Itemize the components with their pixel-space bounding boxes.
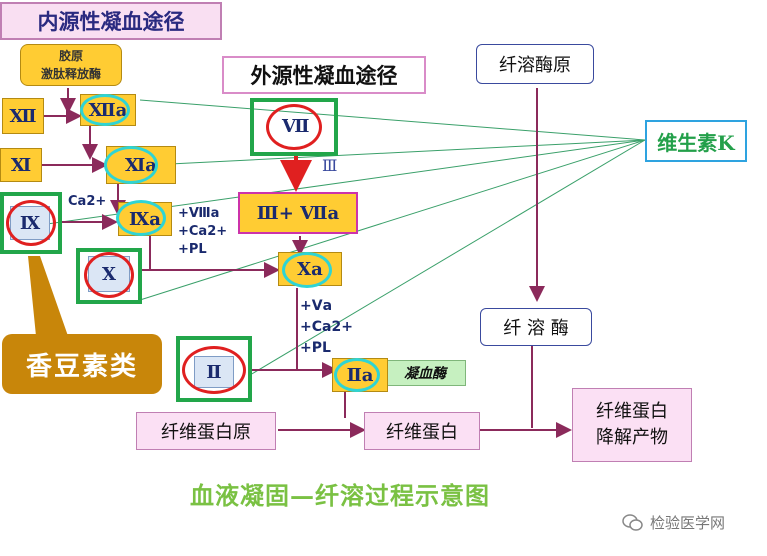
cofactor-list-2: +Ⅴa +Ca2+ +PL — [300, 296, 353, 359]
thrombin-box: 凝血酶 — [384, 360, 466, 386]
factor-ii-red-ring — [182, 346, 246, 394]
kallikrein-label: 激肽释放酶 — [40, 67, 101, 81]
fibrinogen-box: 纤维蛋白原 — [136, 412, 276, 450]
factor-vii-red-ring — [266, 104, 322, 150]
wechat-icon — [622, 513, 643, 531]
factor-xii-box: Ⅻ — [2, 98, 44, 134]
cofactor-pl-2: +PL — [300, 340, 331, 356]
cofactor-ca: +Ca2+ — [178, 224, 228, 239]
factor-x-green-frame — [76, 248, 142, 304]
watermark: 检验医学网 — [622, 512, 725, 533]
factor-ii-green-frame — [176, 336, 252, 402]
watermark-label: 检验医学网 — [650, 514, 726, 532]
collagen-label: 胶原 — [58, 49, 83, 63]
fdp-line-1: 纤维蛋白 — [596, 401, 668, 422]
xia-highlight-ring — [104, 146, 158, 184]
vitamin-k-label: 维生素K — [657, 130, 735, 155]
intrinsic-pathway-title: 内源性凝血途径 — [0, 2, 222, 40]
plasmin-box: 纤 溶 酶 — [480, 308, 592, 346]
iia-highlight-ring — [334, 358, 380, 392]
xa-highlight-ring — [282, 252, 332, 288]
thrombin-label: 凝血酶 — [404, 366, 446, 382]
plasminogen-label: 纤溶酶原 — [499, 55, 571, 76]
factor-vii-green-frame — [250, 98, 338, 156]
factor-xii-label: Ⅻ — [9, 105, 37, 127]
fibrin-label: 纤维蛋白 — [386, 422, 458, 443]
tissue-factor-viia-box: Ⅲ+ Ⅶa — [238, 192, 358, 234]
cofactor-viiia: +Ⅷa — [178, 206, 220, 221]
fibrin-degradation-products-box: 纤维蛋白 降解产物 — [572, 388, 692, 462]
coumarin-label: 香豆素类 — [25, 351, 138, 382]
plasmin-label: 纤 溶 酶 — [503, 318, 569, 339]
fibrinogen-label: 纤维蛋白原 — [161, 422, 251, 443]
cofactor-va: +Ⅴa — [300, 298, 333, 314]
extrinsic-pathway-title: 外源性凝血途径 — [222, 56, 426, 94]
factor-ix-red-ring — [6, 200, 56, 246]
factor-x-red-ring — [84, 252, 134, 298]
factor-xi-label: Ⅺ — [10, 154, 32, 176]
cofactor-pl: +PL — [178, 242, 207, 257]
calcium-label: Ca2+ — [68, 194, 107, 209]
factor-iii-label: Ⅲ — [322, 156, 338, 175]
fibrin-box: 纤维蛋白 — [364, 412, 480, 450]
diagram-caption: 血液凝固—纤溶过程示意图 — [190, 481, 490, 510]
collagen-kallikrein-box: 胶原 激肽释放酶 — [20, 44, 122, 86]
plasminogen-box: 纤溶酶原 — [476, 44, 594, 84]
factor-ix-green-frame — [0, 192, 62, 254]
factor-vii-label: Ⅶ — [282, 116, 310, 137]
ixa-highlight-ring — [116, 200, 166, 236]
factor-xi-box: Ⅺ — [0, 148, 42, 182]
cofactor-list-1: +Ⅷa +Ca2+ +PL — [178, 205, 227, 259]
coumarin-box: 香豆素类 — [2, 334, 162, 394]
extrinsic-pathway-label: 外源性凝血途径 — [250, 63, 398, 88]
cofactor-ca-2: +Ca2+ — [300, 319, 353, 335]
intrinsic-pathway-label: 内源性凝血途径 — [37, 9, 185, 34]
fdp-line-2: 降解产物 — [596, 427, 668, 448]
vitamin-k-box: 维生素K — [645, 120, 747, 162]
tissue-factor-viia-label: Ⅲ+ Ⅶa — [256, 202, 340, 224]
xiia-highlight-ring — [80, 94, 130, 126]
